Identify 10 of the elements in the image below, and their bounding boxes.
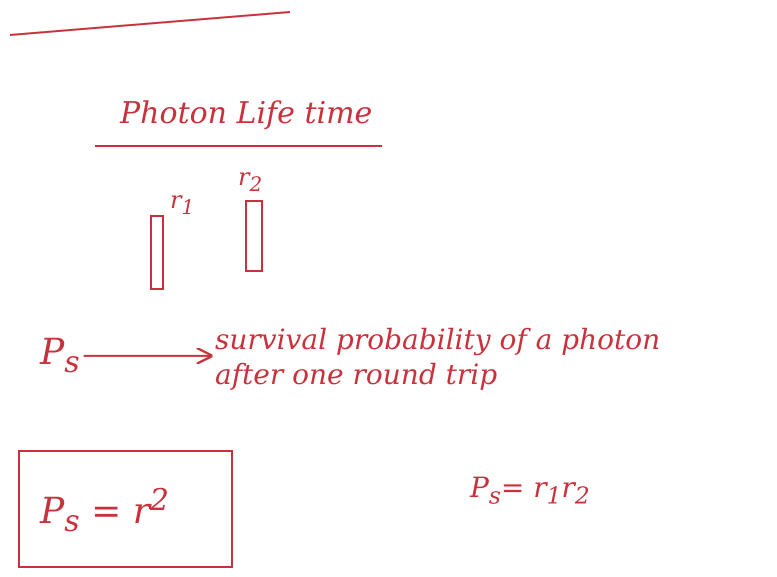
title: Photon Life time xyxy=(95,95,382,146)
formula: P$_{s}$= r$_{1}$r$_{2}$ xyxy=(470,470,590,511)
formula-box: P$_{s}$ = r$^{2}$ xyxy=(18,450,233,568)
description: survival probability of a photon after one round trip xyxy=(215,322,735,392)
symbol: P$_{s}$ xyxy=(40,330,80,382)
mirror-bar xyxy=(150,215,164,290)
mirror-label: r$_{2}$ xyxy=(238,162,262,197)
mirror-label: r$_{1}$ xyxy=(170,185,194,220)
arrow xyxy=(84,346,214,366)
mirror-bar xyxy=(245,200,263,272)
